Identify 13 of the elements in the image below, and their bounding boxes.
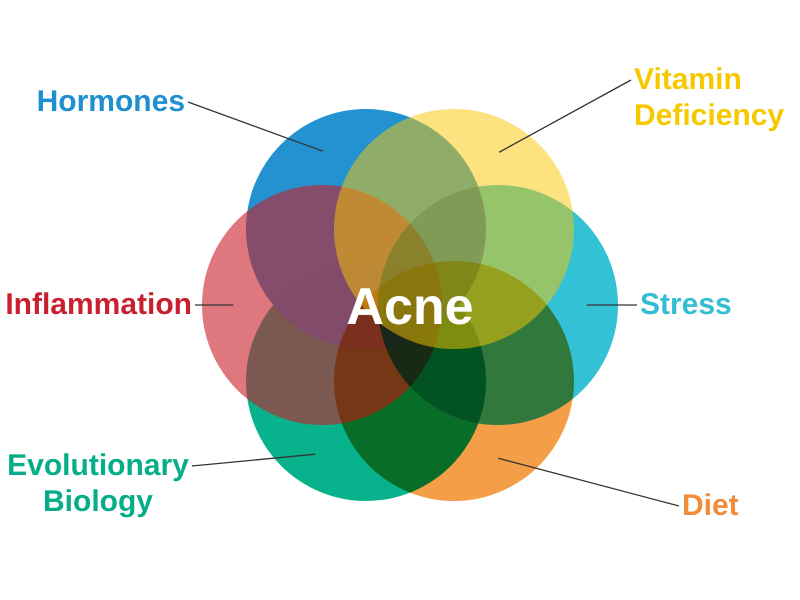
factor-label: Diet	[682, 488, 739, 524]
factor-label: Vitamin Deficiency	[634, 62, 784, 134]
factor-label: Hormones	[36, 84, 185, 120]
factor-label: Stress	[640, 287, 732, 323]
leader-line	[192, 454, 316, 467]
leader-line	[188, 101, 324, 152]
leader-line	[195, 304, 234, 306]
leader-line	[586, 304, 637, 306]
center-title: Acne	[346, 281, 474, 333]
factor-label: Inflammation	[5, 287, 192, 323]
factor-label: Evolutionary Biology	[7, 448, 189, 520]
leader-line	[498, 458, 680, 507]
leader-line	[498, 79, 632, 153]
